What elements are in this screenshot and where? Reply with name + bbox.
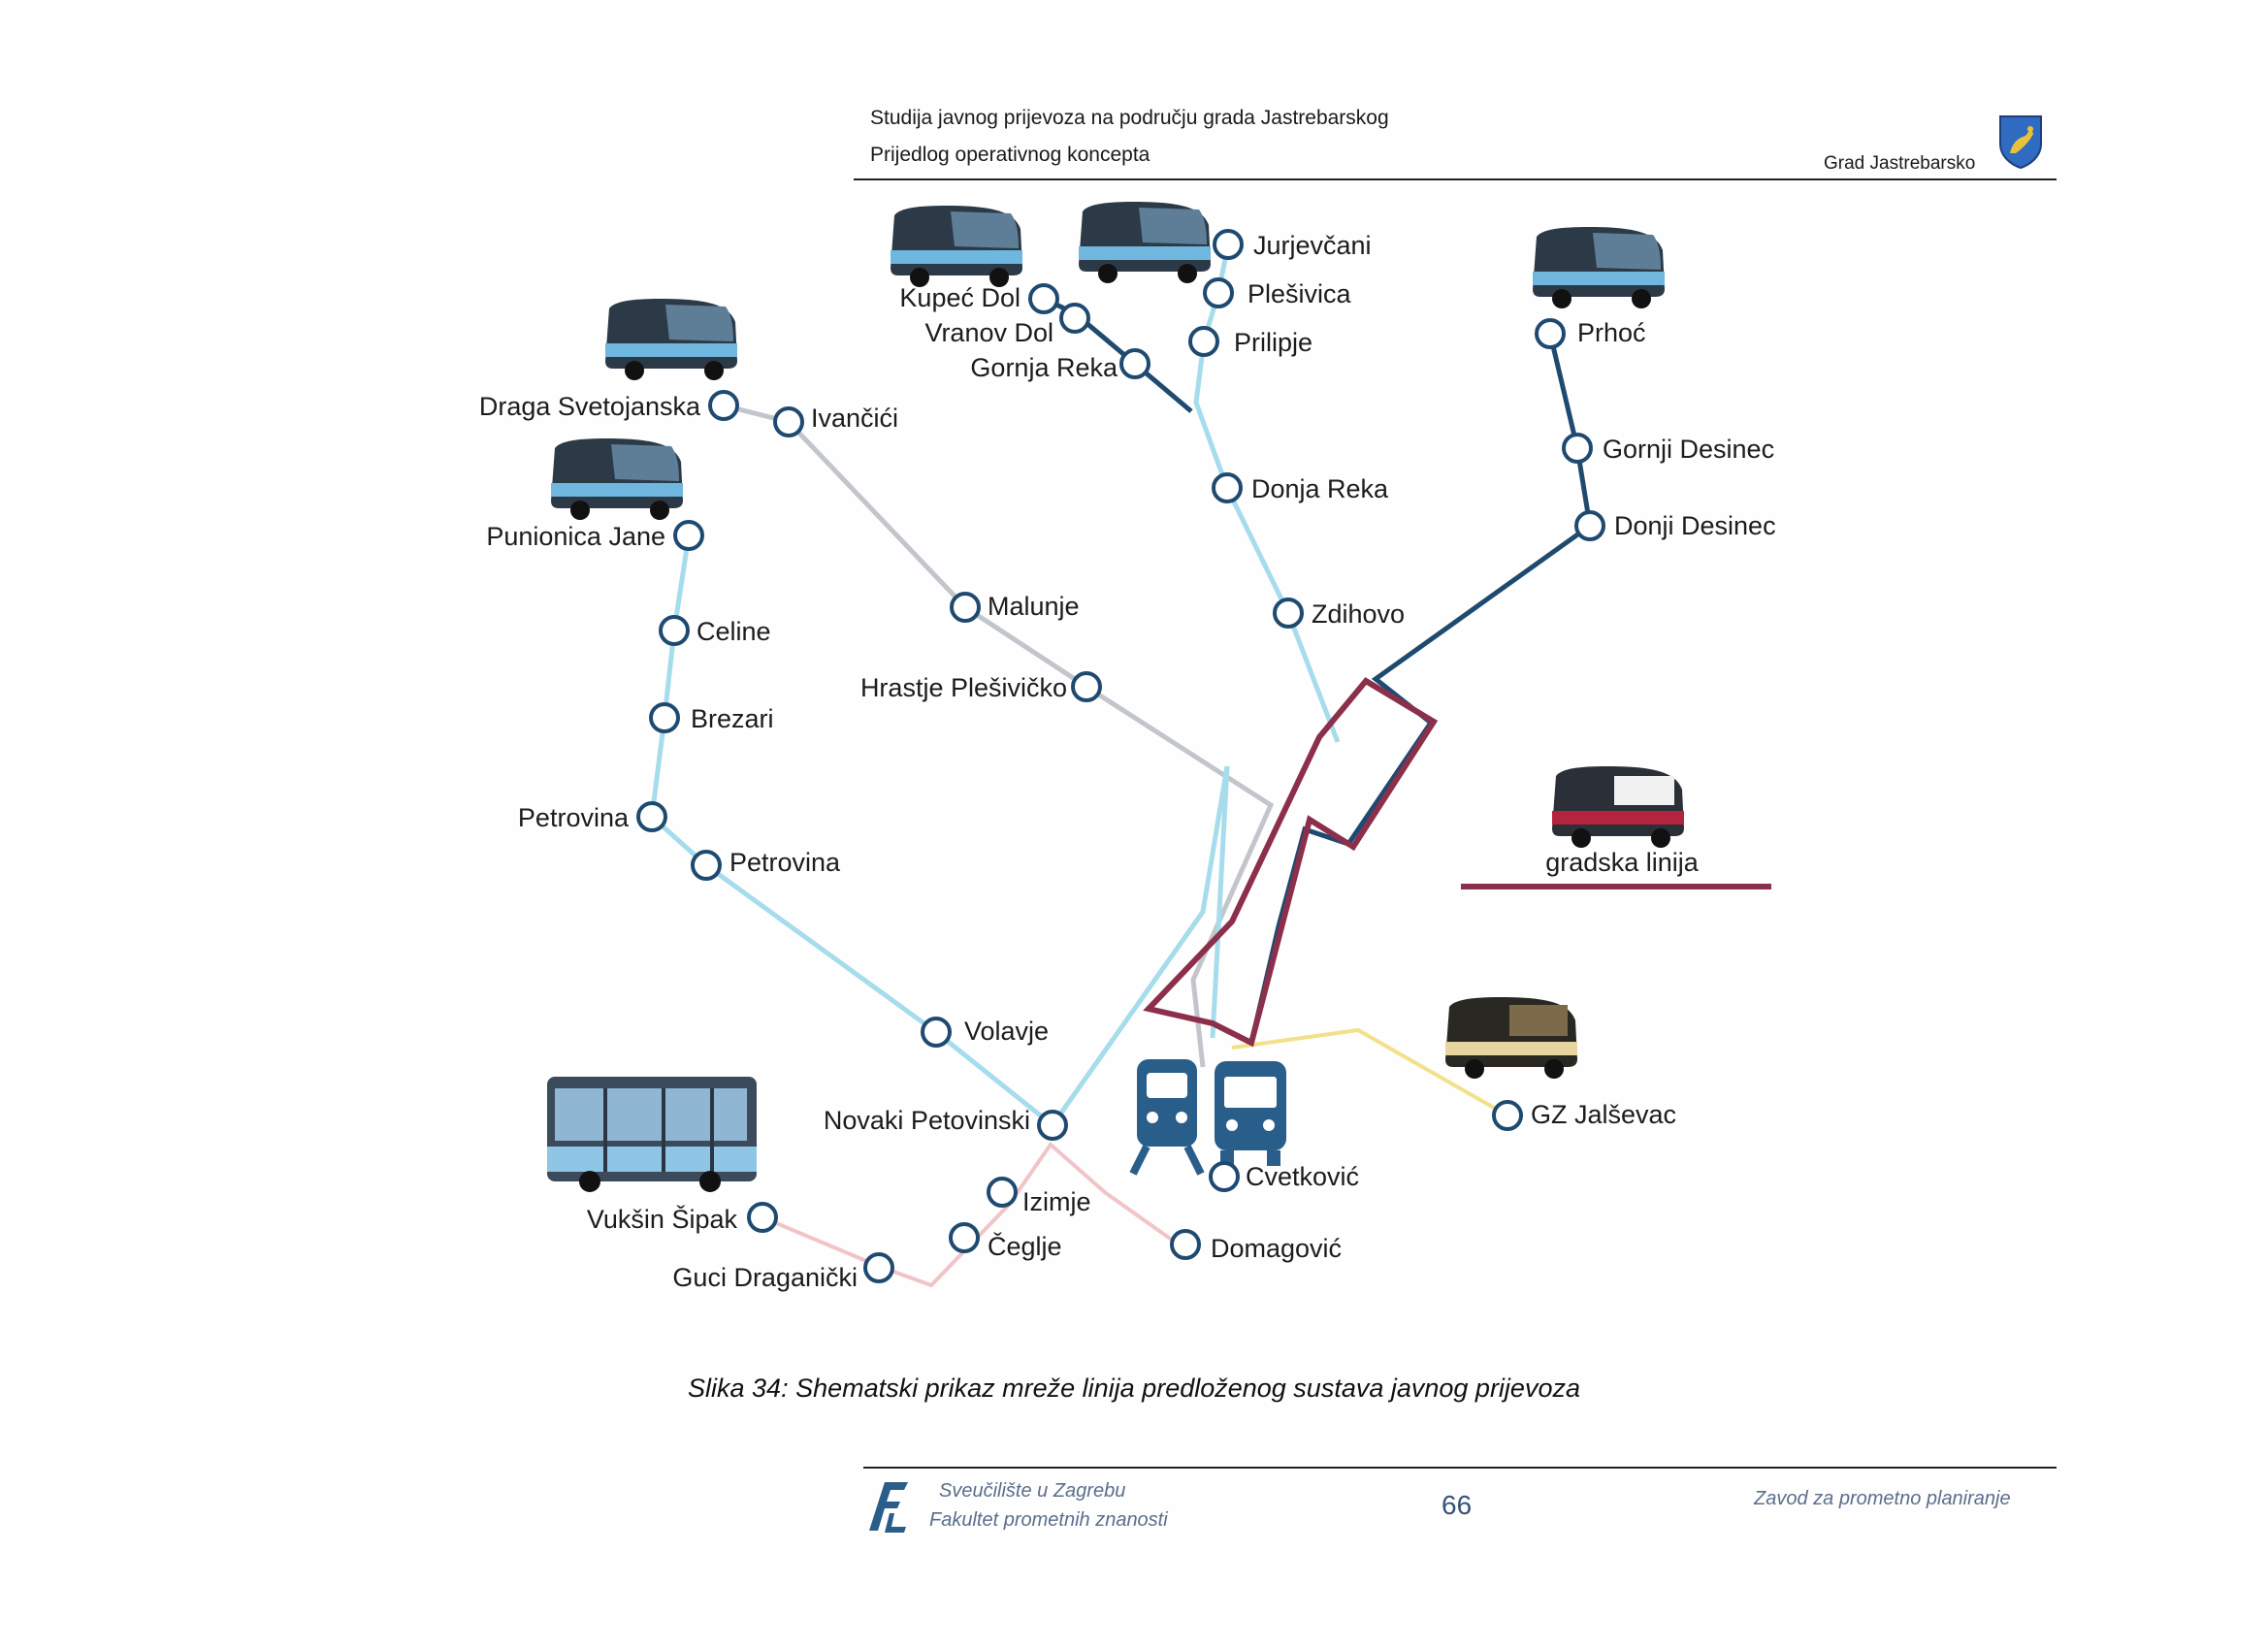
label-plesivica: Plešivica [1247,279,1352,308]
bus-station-icon [1215,1061,1286,1166]
label-gz-jalsevac: GZ Jalševac [1531,1100,1676,1129]
stop-petrovina-2 [691,850,722,881]
bus-icon [891,206,1022,287]
label-gornja-reka: Gornja Reka [970,353,1118,382]
label-punionica-jane: Punionica Jane [486,522,665,551]
line-punionica-jane [649,534,1230,1129]
stop-guci-draganicki [863,1252,894,1283]
line-gradska-linija [1143,677,1439,1048]
stop-domagovic [1170,1229,1201,1260]
stop-kupec-dol [1028,283,1059,314]
stop-gornja-reka [1119,348,1150,379]
bus-icon [1079,202,1211,283]
stop-izimje [987,1177,1018,1208]
label-vuksin-sipak: Vukšin Šipak [587,1204,738,1234]
train-station-icon [1129,1059,1205,1176]
label-prhoc: Prhoć [1577,318,1646,347]
stop-petrovina-1 [636,801,667,832]
stop-celine [659,615,690,646]
page-number: 66 [1442,1490,1473,1520]
stop-zdihovo [1273,598,1304,629]
stop-malunje [950,592,981,623]
bus-icon [1533,227,1665,308]
faculty-logo-icon [869,1482,908,1533]
stop-prhoc [1535,318,1566,349]
label-prilipje: Prilipje [1234,328,1312,357]
label-volavje: Volavje [964,1017,1049,1046]
label-donji-desinec: Donji Desinec [1614,511,1776,540]
stop-punionica-jane [673,520,704,551]
header-title: Studija javnog prijevoza na području gra… [870,107,1389,129]
label-hrastje-plesivicko: Hrastje Plešivičko [860,673,1067,702]
label-novaki-petovinski: Novaki Petovinski [824,1106,1030,1135]
label-izimje: Izimje [1022,1187,1091,1216]
label-celine: Celine [697,617,771,646]
stop-ivancici [773,406,804,437]
stop-gz-jalsevac [1492,1100,1523,1131]
label-petrovina-2: Petrovina [729,848,841,877]
line-prhoc [1248,333,1593,1044]
label-domagovic: Domagović [1211,1234,1342,1263]
stop-vuksin-sipak [747,1202,778,1233]
label-cvetkovic: Cvetković [1246,1162,1359,1191]
label-zdihovo: Zdihovo [1312,599,1405,629]
label-ivancici: Ivančići [811,404,898,433]
stop-jurjevcani [1213,229,1244,260]
stop-prilipje [1188,326,1219,357]
legend-city-line-label: gradska linija [1545,848,1700,877]
stop-donja-reka [1212,472,1243,503]
stop-brezari [649,702,680,733]
long-bus-icon [547,1077,757,1192]
header-rule [854,178,2057,180]
header-organization: Grad Jastrebarsko [1824,153,1976,174]
bus-icon [605,299,737,380]
stop-volavje [921,1017,952,1048]
stop-vranov-dol [1059,303,1090,334]
stop-ceglje [949,1222,980,1253]
label-ceglje: Čeglje [988,1231,1062,1261]
label-draga-svetojanska: Draga Svetojanska [479,392,701,421]
footer-institute: Zavod za prometno planiranje [1754,1488,2011,1509]
stop-donji-desinec [1574,510,1605,541]
city-bus-icon [1552,766,1684,848]
footer-university: Sveučilište u Zagrebu [939,1480,1126,1502]
stop-novaki-petovinski [1037,1110,1068,1141]
stop-cvetkovic [1209,1161,1240,1192]
stop-plesivica [1203,277,1234,308]
line-gz-jalsevac [1231,1027,1508,1117]
label-vranov-dol: Vranov Dol [924,318,1053,347]
bus-icon [551,438,683,520]
figure-caption: Slika 34: Shematski prikaz mreže linija … [688,1374,1580,1403]
label-donja-reka: Donja Reka [1251,474,1389,503]
label-malunje: Malunje [988,592,1080,621]
coat-of-arms-icon [1999,115,2042,169]
label-guci-draganicki: Guci Draganički [672,1263,858,1292]
label-kupec-dol: Kupeć Dol [899,283,1021,312]
stop-hrastje-plesivicko [1071,671,1102,702]
header-subtitle: Prijedlog operativnog koncepta [870,144,1150,166]
label-jurjevcani: Jurjevčani [1253,231,1372,260]
line-gornja-reka [1042,296,1193,413]
stop-gornji-desinec [1562,433,1593,464]
footer-rule [863,1467,2057,1469]
minibus-icon [1445,997,1577,1079]
label-gornji-desinec: Gornji Desinec [1603,435,1774,464]
stop-draga-svetojanska [708,390,739,421]
label-brezari: Brezari [691,704,774,733]
footer-faculty: Fakultet prometnih znanosti [929,1509,1168,1531]
label-petrovina-1: Petrovina [518,803,630,832]
